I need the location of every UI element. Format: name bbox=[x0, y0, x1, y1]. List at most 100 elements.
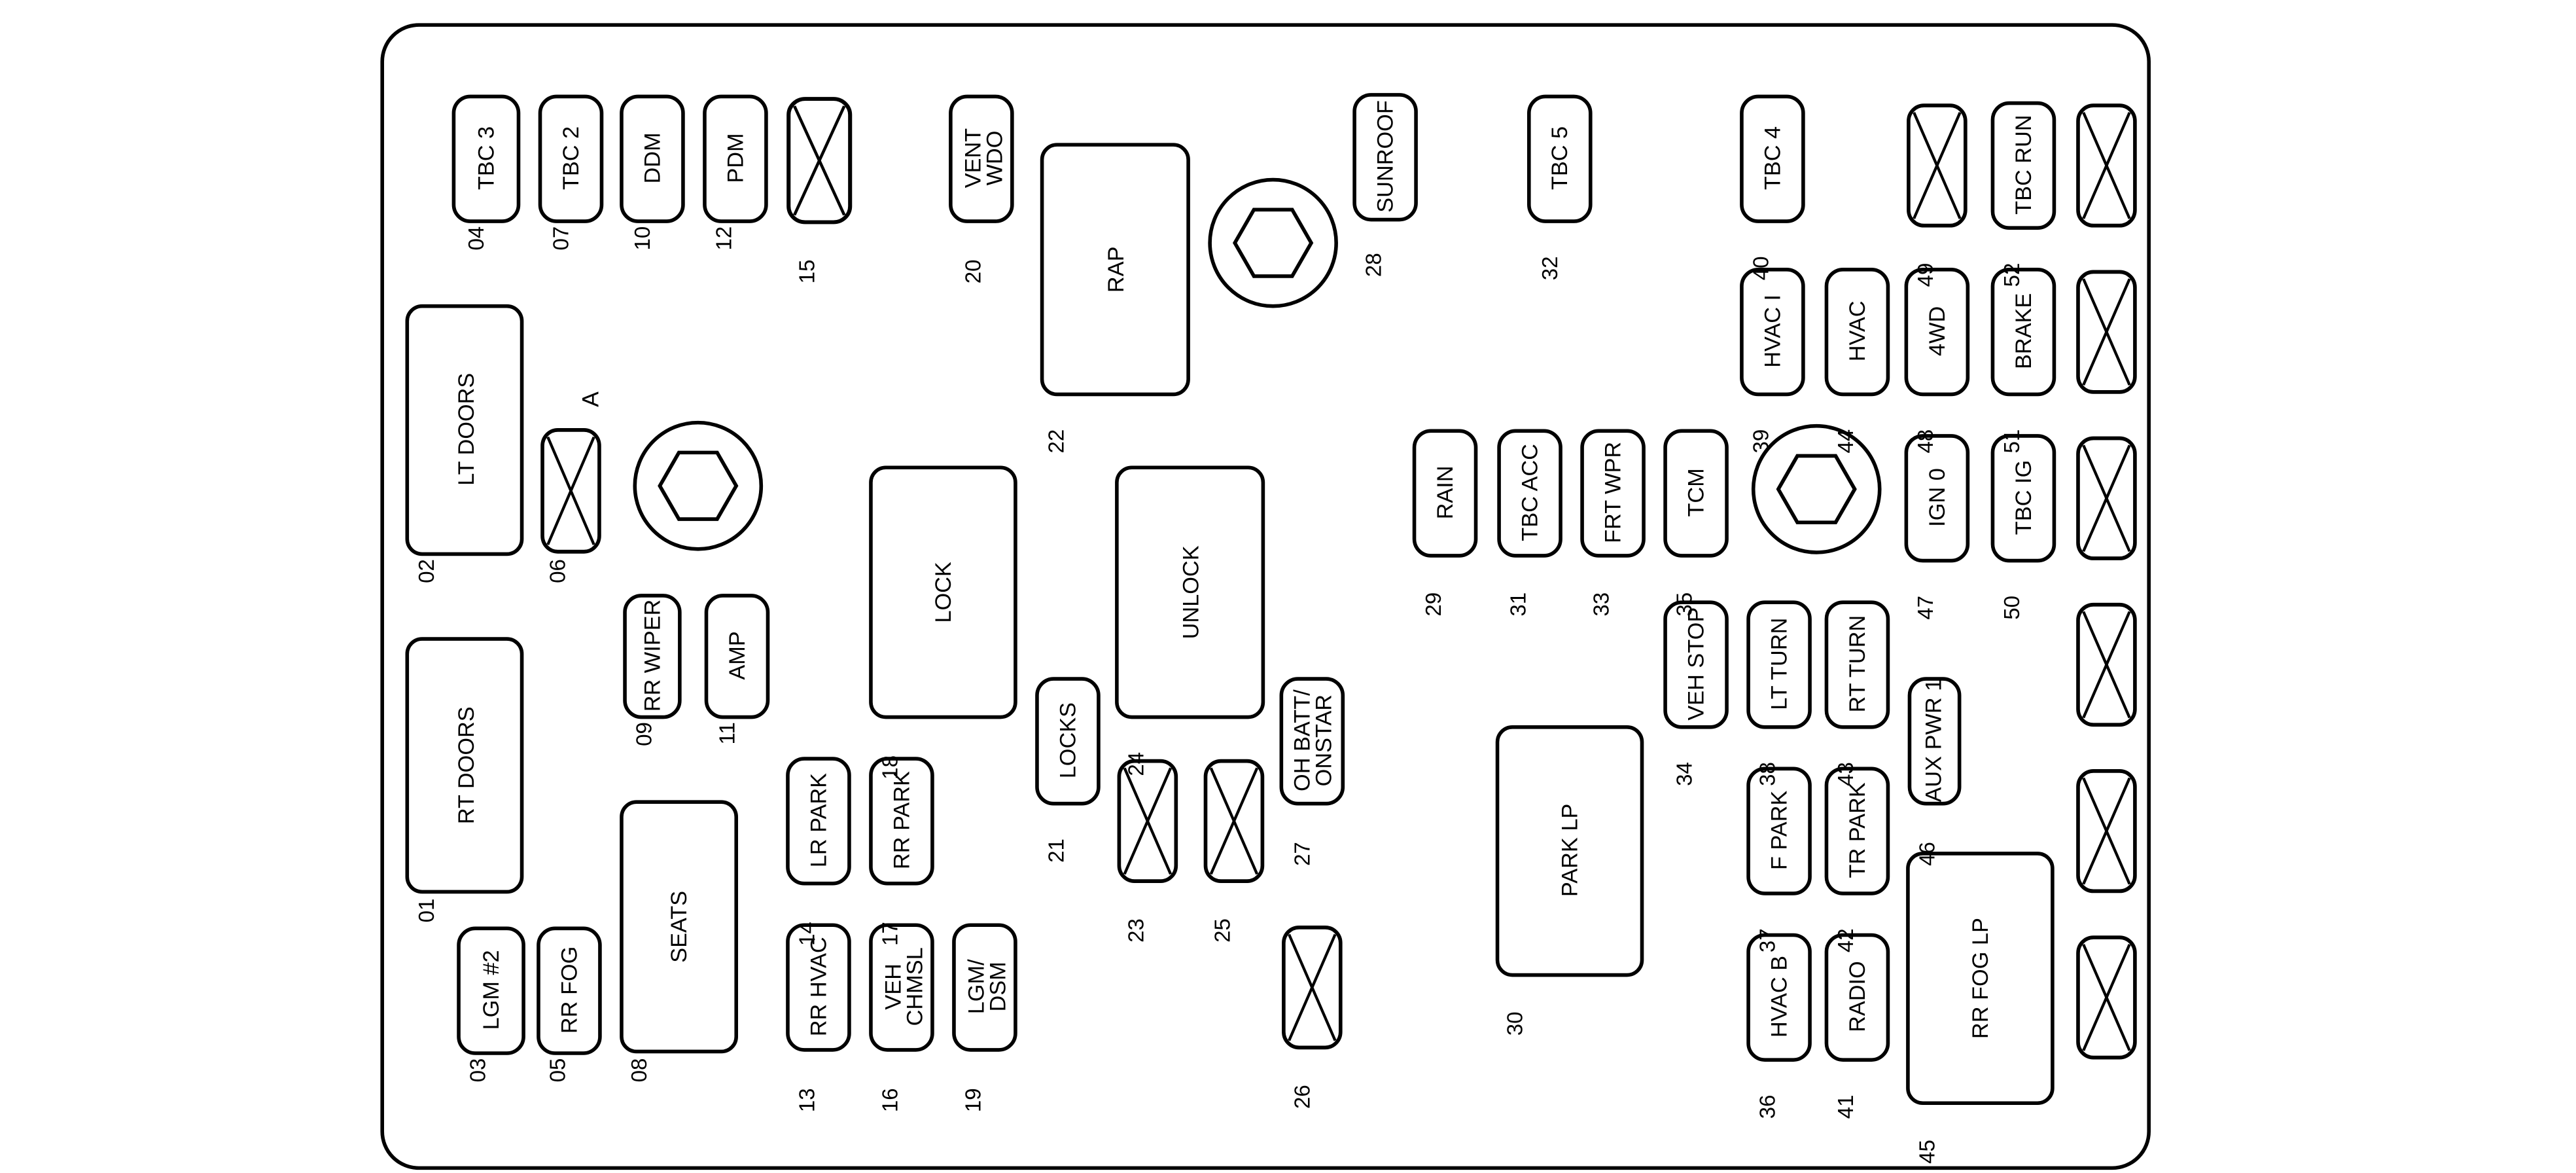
fuse-24-label: UNLOCK bbox=[1178, 545, 1203, 639]
position-number-27: 27 bbox=[1290, 842, 1314, 866]
fuse-20 bbox=[949, 94, 1014, 223]
position-number-38: 38 bbox=[1756, 762, 1780, 786]
empty-slot-r3 bbox=[2078, 439, 2135, 558]
fuse-52 bbox=[1990, 101, 2056, 230]
empty-slot-r6 bbox=[2078, 937, 2135, 1057]
empty-slot-06 bbox=[542, 430, 599, 552]
fuse-47 bbox=[1904, 434, 1970, 563]
fuse-04-label: TBC 3 bbox=[474, 126, 499, 190]
fuse-28 bbox=[1352, 93, 1418, 222]
position-number-12: 12 bbox=[712, 226, 736, 251]
fuse-10 bbox=[620, 94, 685, 223]
position-number-11: 11 bbox=[715, 722, 739, 744]
position-number-33: 33 bbox=[1589, 592, 1614, 617]
fuse-52-label: TBC RUN bbox=[2011, 115, 2036, 214]
fuse-16-label-line1: VEH bbox=[881, 964, 906, 1010]
fuse-18 bbox=[869, 465, 1017, 719]
position-number-29: 29 bbox=[1421, 592, 1445, 617]
fuse-46 bbox=[1907, 677, 1962, 806]
empty-slot-15 bbox=[788, 99, 850, 222]
position-number-42: 42 bbox=[1833, 928, 1858, 952]
empty-slot-23 bbox=[1119, 761, 1176, 881]
position-number-45: 45 bbox=[1915, 1140, 1939, 1164]
fuse-21-label: LOCKS bbox=[1055, 702, 1080, 778]
fuse-02 bbox=[405, 304, 524, 556]
fuse-27-label-line1: OH BATT/ bbox=[1290, 689, 1315, 791]
fuse-48 bbox=[1904, 267, 1970, 397]
fuse-40-label: TBC 4 bbox=[1760, 126, 1785, 190]
position-number-14: 14 bbox=[795, 922, 819, 946]
empty-slot-26 bbox=[1284, 928, 1341, 1047]
fuse-32 bbox=[1527, 94, 1593, 223]
fuse-45 bbox=[1906, 852, 2055, 1106]
fuse-48-label: 4WD bbox=[1925, 306, 1950, 356]
position-number-05: 05 bbox=[546, 1058, 570, 1083]
fuse-18-label: LOCK bbox=[931, 562, 956, 623]
position-number-32: 32 bbox=[1538, 256, 1562, 280]
fuse-41 bbox=[1824, 933, 1890, 1062]
position-number-31: 31 bbox=[1506, 592, 1530, 617]
position-number-04: 04 bbox=[464, 226, 488, 251]
fuse-14-label: LR PARK bbox=[806, 773, 831, 867]
fuse-22 bbox=[1040, 143, 1190, 397]
position-number-35: 35 bbox=[1672, 592, 1697, 617]
fuse-44 bbox=[1824, 267, 1890, 397]
fuse-20-label-line2: WDO bbox=[983, 131, 1008, 186]
fuse-08-label: SEATS bbox=[667, 891, 692, 963]
position-number-39: 39 bbox=[1749, 429, 1773, 454]
position-number-50: 50 bbox=[2000, 596, 2024, 620]
fuse-05-label: RR FOG bbox=[557, 947, 582, 1034]
position-number-18: 18 bbox=[878, 755, 902, 780]
fuse-43-label: RT TURN bbox=[1845, 615, 1870, 713]
fuse-12-label: PDM bbox=[723, 133, 748, 183]
fuse-13 bbox=[786, 923, 851, 1052]
fuse-19-label-line2: DSM bbox=[986, 962, 1011, 1011]
position-number-16: 16 bbox=[878, 1088, 902, 1112]
position-number-22: 22 bbox=[1044, 429, 1068, 454]
fuse-36 bbox=[1746, 933, 1812, 1062]
fuse-36-label: HVAC B bbox=[1767, 956, 1792, 1038]
fuse-08 bbox=[620, 800, 739, 1054]
position-number-26: 26 bbox=[1290, 1085, 1314, 1109]
fuse-panel-outline bbox=[380, 23, 2151, 1170]
position-number-24: 24 bbox=[1124, 752, 1148, 776]
fuse-27 bbox=[1279, 677, 1345, 806]
fuse-31-label: TBC ACC bbox=[1518, 444, 1543, 541]
position-number-46: 46 bbox=[1915, 842, 1939, 866]
fuse-35 bbox=[1663, 429, 1729, 558]
position-number-28: 28 bbox=[1362, 253, 1386, 277]
fuse-17-label: RR PARK bbox=[889, 771, 914, 869]
fuse-33 bbox=[1580, 429, 1646, 558]
empty-slot-r4 bbox=[2078, 605, 2135, 725]
fuse-50-label: TBC IG bbox=[2011, 460, 2036, 535]
fuse-39-label: HVAC I bbox=[1760, 295, 1785, 368]
fuse-16 bbox=[869, 923, 934, 1052]
fuse-39 bbox=[1740, 267, 1805, 397]
position-number-10: 10 bbox=[630, 226, 654, 251]
fuse-47-label: IGN 0 bbox=[1925, 468, 1950, 527]
fuse-04 bbox=[451, 94, 521, 223]
fuse-43 bbox=[1824, 600, 1890, 729]
fuse-17 bbox=[869, 757, 934, 886]
position-number-43: 43 bbox=[1833, 762, 1858, 786]
fuse-22-label: RAP bbox=[1104, 247, 1129, 293]
fuse-41-label: RADIO bbox=[1845, 961, 1870, 1032]
fuse-38 bbox=[1746, 600, 1812, 729]
empty-slot-r2 bbox=[2078, 272, 2135, 391]
fuse-28-label: SUNROOF bbox=[1373, 100, 1398, 213]
fuse-34-label: VEH STOP bbox=[1684, 607, 1709, 721]
position-number-13: 13 bbox=[795, 1088, 819, 1112]
hex-bolt-icon bbox=[1210, 180, 1336, 306]
position-number-30: 30 bbox=[1503, 1011, 1527, 1036]
fuse-21 bbox=[1035, 677, 1101, 806]
fuse-37 bbox=[1746, 767, 1812, 895]
position-number-48: 48 bbox=[1913, 429, 1937, 454]
fuse-12 bbox=[703, 94, 768, 223]
position-number-20: 20 bbox=[961, 260, 985, 284]
fuse-44-label: HVAC bbox=[1845, 300, 1870, 361]
position-number-25: 25 bbox=[1210, 918, 1235, 943]
position-number-41: 41 bbox=[1833, 1095, 1858, 1119]
position-number-47: 47 bbox=[1913, 596, 1937, 620]
fuse-11 bbox=[704, 594, 770, 719]
empty-slot-r5 bbox=[2078, 771, 2135, 891]
